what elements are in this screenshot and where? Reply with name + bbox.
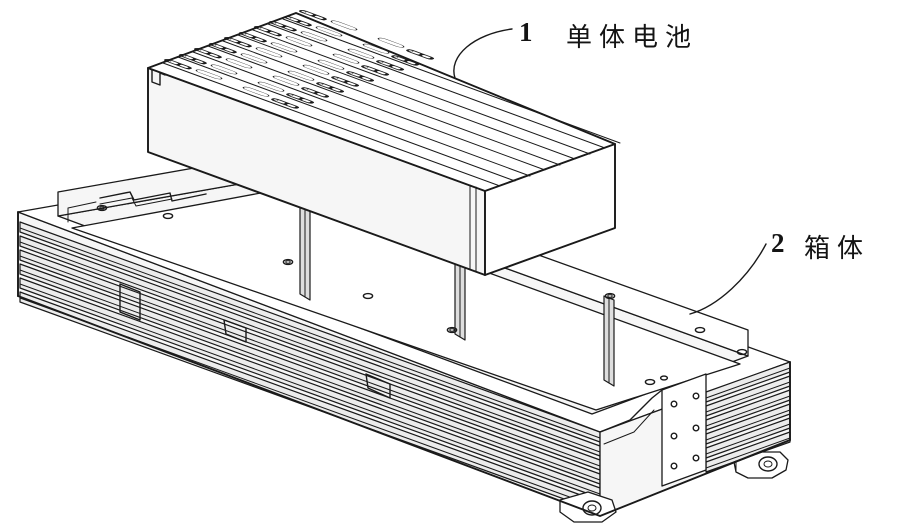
module-row-dividers [162,18,621,187]
housing-front-gussets [119,283,391,399]
housing-front-cooling-fins [17,211,601,517]
housing-bracket-plate [661,373,707,487]
battery-cell-module [147,8,621,276]
housing-rim-bolt-holes [96,204,748,356]
leader-line-2 [689,243,767,315]
callout-text-2: 箱体 [804,234,871,264]
callout-number-1: 1 [519,17,533,47]
leader-line-1 [453,28,513,79]
callout-number-2: 2 [771,228,785,258]
housing-left-rim-notch [67,191,207,223]
housing-corner-detail [599,375,669,445]
callout-text-1: 单体电池 [566,23,699,53]
housing-inner-ribs [299,185,615,387]
callout-leaders [453,28,767,315]
